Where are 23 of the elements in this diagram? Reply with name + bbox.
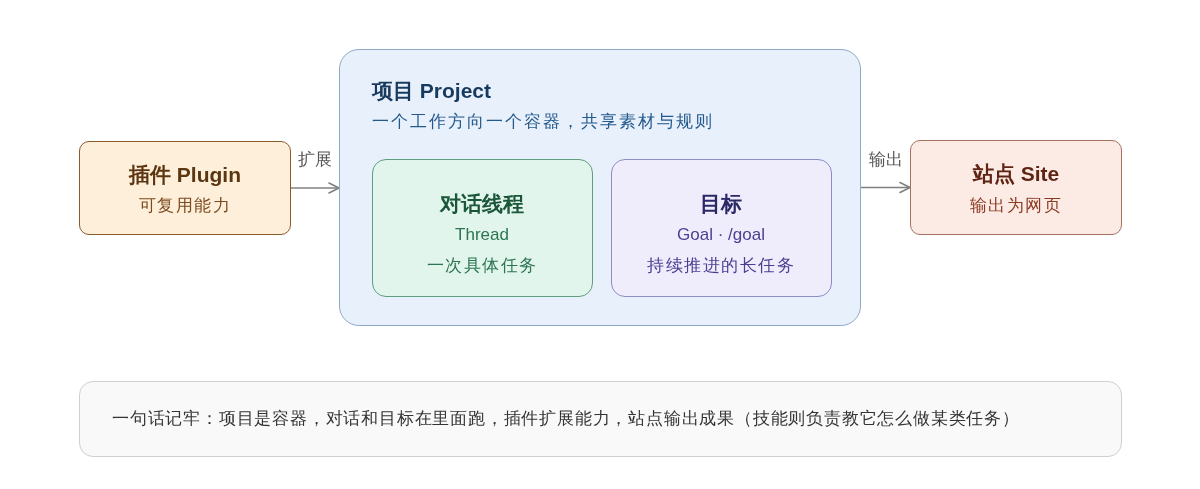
description: 一个工作方向一个容器，共享素材与规则 bbox=[372, 111, 714, 133]
concept-box bbox=[610, 158, 832, 297]
arrow bbox=[860, 181, 911, 194]
heading: 项目 Project bbox=[372, 78, 492, 104]
note-box bbox=[79, 381, 1122, 457]
arrow bbox=[290, 182, 340, 194]
container-box bbox=[339, 49, 861, 326]
heading: 站点 Site bbox=[972, 161, 1060, 188]
subheading: Goal · /goal bbox=[677, 224, 765, 246]
edge-label: 输出 bbox=[867, 149, 904, 170]
description: 一次具体任务 bbox=[426, 254, 538, 276]
description: 持续推进的长任务 bbox=[647, 254, 795, 276]
heading: 目标 bbox=[700, 191, 742, 218]
concept-box bbox=[910, 140, 1122, 235]
description: 输出为网页 bbox=[969, 194, 1063, 216]
heading: 对话线程 bbox=[440, 191, 524, 218]
note-text: 一句话记牢：项目是容器，对话和目标在里面跑，插件扩展能力，站点输出成果（技能则负责教它怎么做某类任务） bbox=[112, 408, 1020, 430]
concept-box bbox=[79, 141, 291, 235]
description: 可复用能力 bbox=[138, 195, 232, 217]
concept-box bbox=[371, 158, 593, 297]
edge-label: 扩展 bbox=[297, 150, 333, 171]
heading: 插件 Plugin bbox=[129, 161, 241, 188]
subheading: Thread bbox=[455, 224, 509, 246]
